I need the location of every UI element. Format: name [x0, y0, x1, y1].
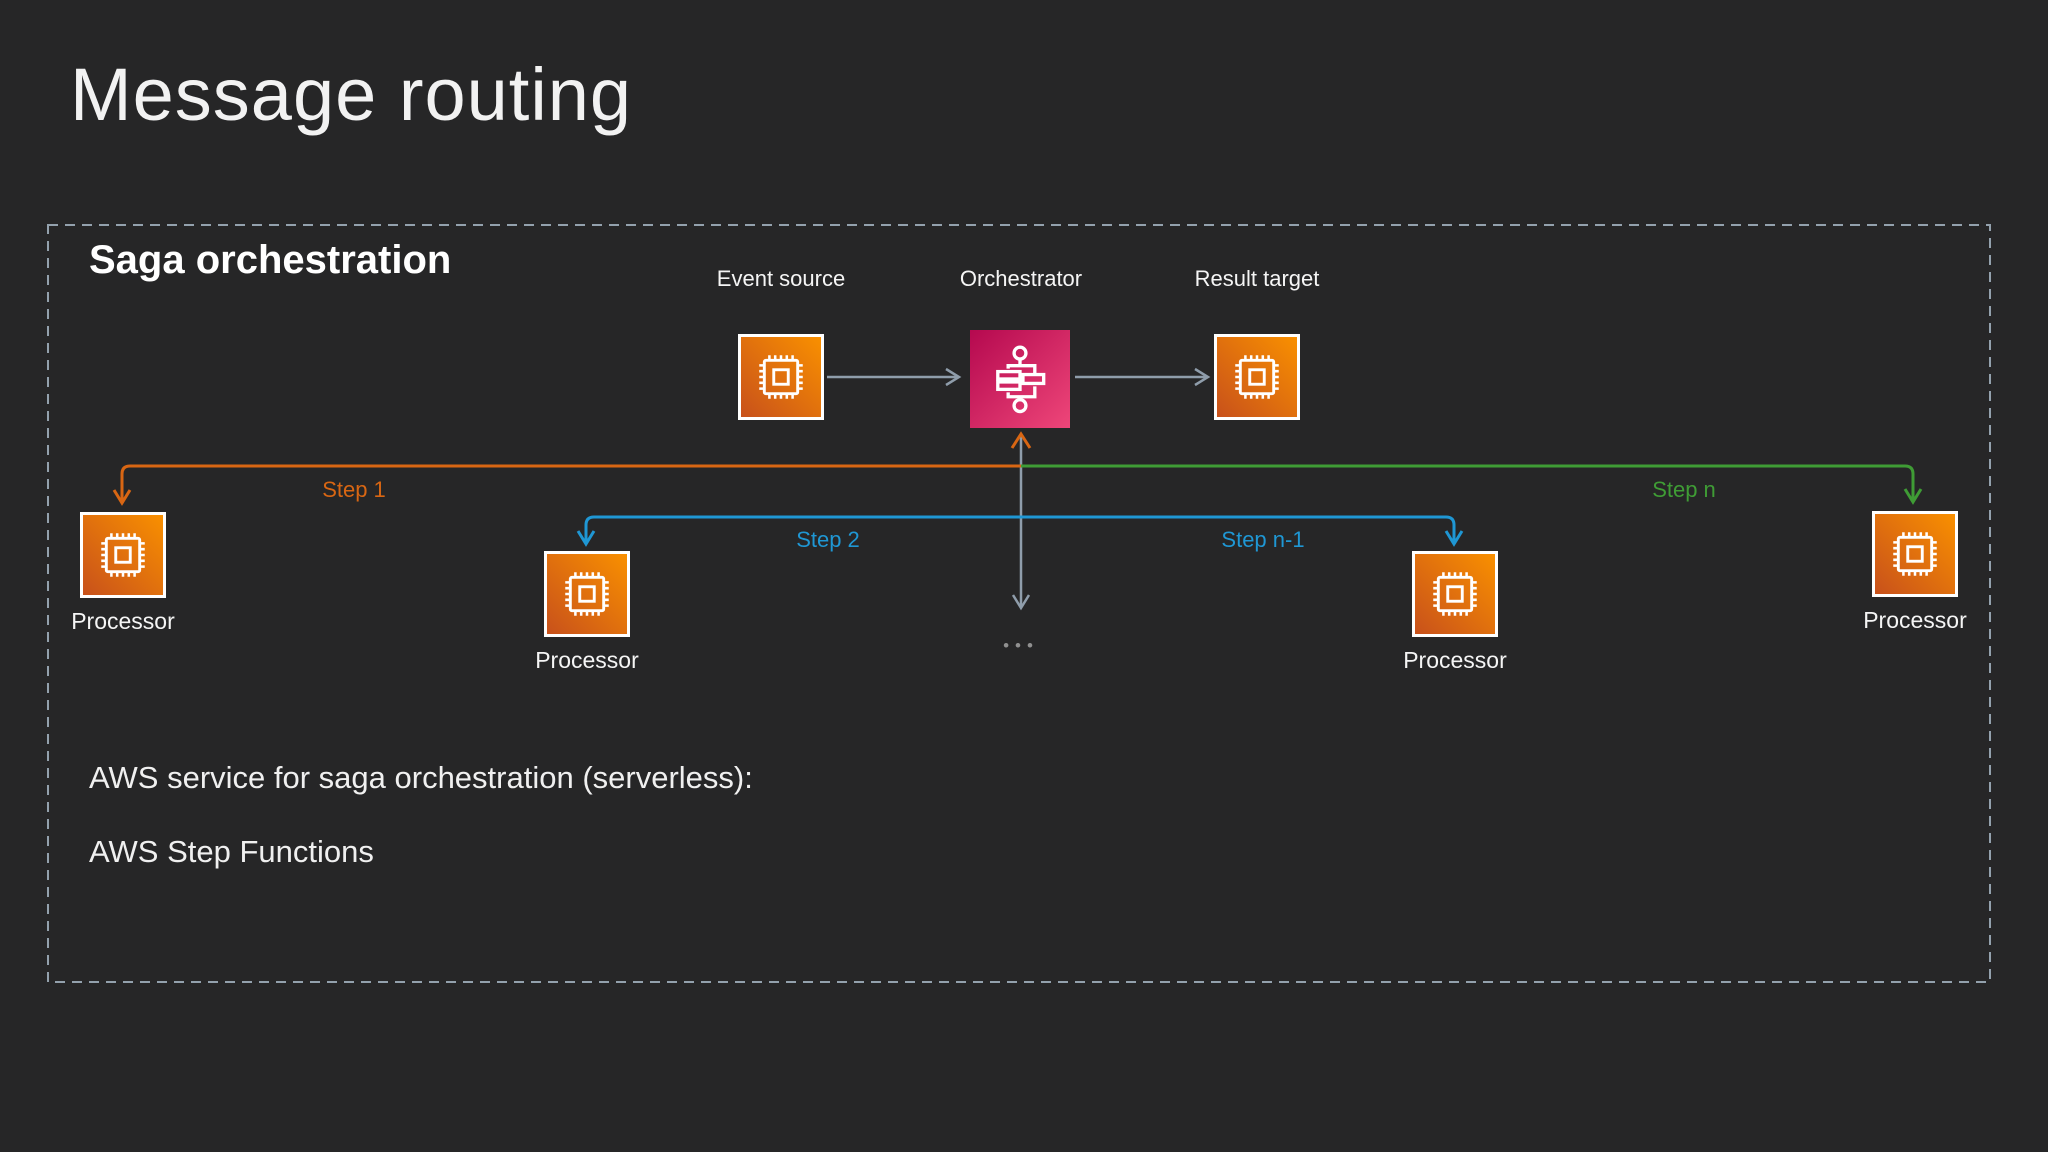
connector-orchestrator-down [1011, 436, 1031, 611]
orchestrator-node [970, 330, 1070, 428]
processor-chip-icon [101, 533, 145, 577]
processor-chip-icon [565, 572, 609, 616]
processor-chip-icon [1235, 355, 1279, 399]
event-source-label: Event source [716, 266, 846, 291]
workflow-icon [996, 345, 1046, 414]
processor-chip-icon [1893, 532, 1937, 576]
panel-heading: Saga orchestration [89, 238, 452, 282]
slide-title: Message routing [70, 53, 633, 136]
step-2-label: Step 2 [796, 527, 860, 552]
return-arrow-up [1010, 431, 1032, 449]
processor-node-1 [80, 512, 166, 598]
step-2-and-n-1-arrow [576, 515, 1464, 547]
result-target-node [1214, 334, 1300, 420]
footer-service-question: AWS service for saga orchestration (serv… [89, 760, 753, 795]
processor-label-2: Processor [535, 647, 639, 673]
step-n-1-label: Step n-1 [1221, 527, 1305, 552]
processor-chip-icon [759, 355, 803, 399]
processor-label-3: Processor [1403, 647, 1507, 673]
step-n-arrow [1021, 464, 1923, 505]
saga-panel-border [47, 224, 1991, 983]
step-n-label: Step n [1652, 477, 1716, 502]
processor-label-4: Processor [1863, 607, 1967, 633]
processor-node-3 [1412, 551, 1498, 637]
step-1-arrow [112, 464, 1021, 506]
processor-label-1: Processor [71, 608, 175, 634]
step-1-label: Step 1 [322, 477, 386, 502]
processor-node-4 [1872, 511, 1958, 597]
connector-orchestrator-to-result [1075, 367, 1211, 387]
connector-event-to-orchestrator [827, 367, 962, 387]
event-source-node [738, 334, 824, 420]
orchestrator-label: Orchestrator [959, 266, 1083, 291]
processor-chip-icon [1433, 572, 1477, 616]
ellipsis-dots: ••• [1003, 636, 1039, 655]
result-target-label: Result target [1194, 266, 1320, 291]
footer-service-answer: AWS Step Functions [89, 834, 374, 869]
processor-node-2 [544, 551, 630, 637]
